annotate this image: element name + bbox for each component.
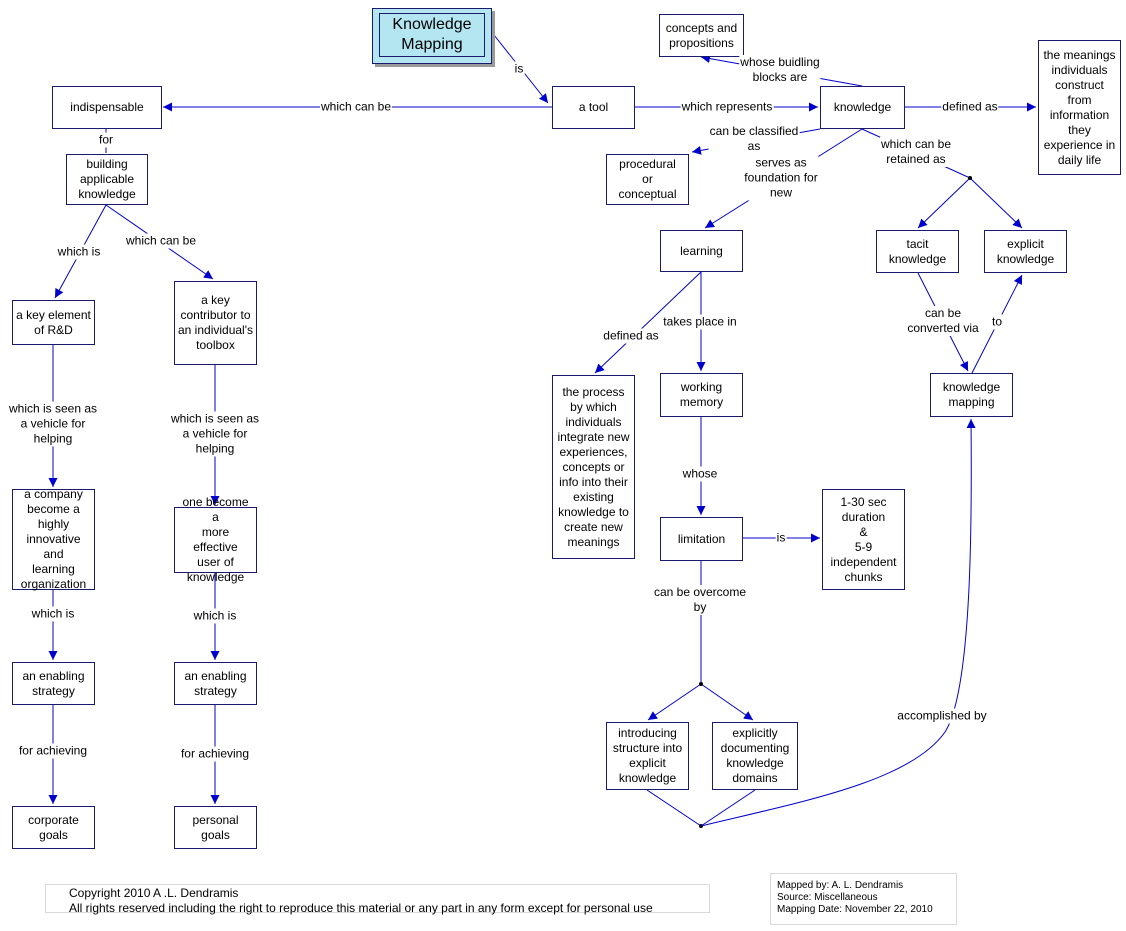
node-introducing-structure[interactable]: introducing structure into explicit know… (606, 722, 689, 790)
node-key-element-rd[interactable]: a key element of R&D (12, 300, 95, 345)
node-corporate-goals[interactable]: corporate goals (12, 806, 95, 849)
root-node-title: Knowledge Mapping (379, 13, 485, 57)
node-personal-goals[interactable]: personal goals (174, 806, 257, 849)
node-enabling-strategy-2[interactable]: an enabling strategy (174, 662, 257, 705)
node-building-applicable-knowledge[interactable]: building applicable knowledge (66, 154, 148, 205)
link-label-retained: which can be retained as (879, 137, 953, 167)
node-procedural-conceptual[interactable]: procedural or conceptual (606, 154, 689, 205)
mapping-info: Mapped by: A. L. Dendramis Source: Misce… (770, 873, 957, 925)
node-enabling-strategy-1[interactable]: an enabling strategy (12, 662, 95, 705)
link-label-for-achieving-2: for achieving (179, 746, 251, 762)
link-label-classified: can be classified as (708, 124, 800, 154)
node-more-effective-user[interactable]: one become a more effective user of know… (174, 495, 257, 584)
link-label-defined-as: defined as (941, 99, 999, 115)
root-node-knowledge-mapping[interactable]: Knowledge Mapping (372, 8, 492, 64)
link-label-defined-as-2: defined as (602, 328, 660, 344)
copyright-notice: Copyright 2010 A .L. Dendramis All right… (45, 884, 710, 915)
link-label-building-blocks: whose buidling blocks are (739, 55, 821, 85)
link-label-for-achieving-1: for achieving (17, 743, 89, 759)
node-concepts-and-propositions[interactable]: concepts and propositions (659, 14, 744, 57)
link-label-is: is (513, 61, 525, 77)
link-label-accomplished: accomplished by (896, 708, 988, 724)
link-label-which-is-3: which is (192, 608, 238, 624)
link-label-seen-as-2: which is seen as a vehicle for helping (169, 411, 261, 457)
node-indispensable[interactable]: indispensable (52, 86, 162, 129)
node-explicit-knowledge[interactable]: explicit knowledge (984, 230, 1067, 273)
link-label-takes-place: takes place in (662, 314, 738, 330)
link-label-foundation: serves as foundation for new (743, 155, 819, 201)
link-label-is-limit: is (775, 530, 787, 546)
link-label-which-can-be-2: which can be (124, 233, 198, 249)
node-duration-chunks[interactable]: 1-30 sec duration & 5-9 independent chun… (822, 489, 905, 590)
node-knowledge[interactable]: knowledge (820, 86, 905, 129)
link-label-which-represents: which represents (680, 99, 774, 115)
node-key-contributor[interactable]: a key contributor to an individual's too… (174, 281, 257, 365)
node-tacit-knowledge[interactable]: tacit knowledge (876, 230, 959, 273)
link-label-seen-as-1: which is seen as a vehicle for helping (7, 401, 99, 447)
node-knowledge-mapping[interactable]: knowledge mapping (930, 373, 1013, 417)
link-label-which-can-be: which can be (319, 99, 393, 115)
node-meanings[interactable]: the meanings individuals construct from … (1038, 40, 1121, 175)
node-learning[interactable]: learning (660, 230, 743, 272)
link-label-whose: whose (681, 466, 719, 482)
link-label-for: for (97, 132, 115, 148)
node-process-definition[interactable]: the process by which individuals integra… (552, 375, 635, 559)
node-documenting-domains[interactable]: explicitly documenting knowledge domains (712, 722, 798, 790)
node-a-tool[interactable]: a tool (552, 86, 635, 129)
node-limitation[interactable]: limitation (660, 517, 743, 561)
link-label-overcome: can be overcome by (652, 585, 748, 615)
node-company-innovative[interactable]: a company become a highly innovative and… (12, 487, 95, 591)
link-label-which-is-2: which is (30, 606, 76, 622)
link-label-converted: can be converted via (906, 306, 980, 336)
link-label-to: to (990, 314, 1004, 330)
node-working-memory[interactable]: working memory (660, 373, 743, 417)
link-label-which-is-1: which is (56, 244, 102, 260)
